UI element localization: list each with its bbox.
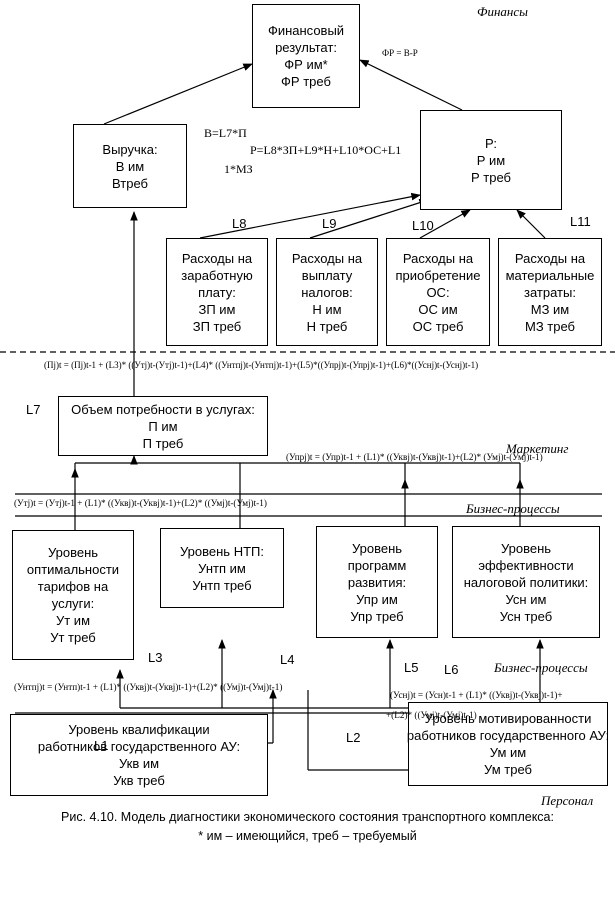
arrow-taxes-to-costs — [309, 198, 429, 239]
box-costs: Р: Р им Р треб — [420, 110, 562, 210]
coef-l7: L7 — [26, 402, 41, 417]
box-ntp-level: Уровень НТП: Унтп им Унтп треб — [160, 528, 284, 608]
coef-l8: L8 — [232, 216, 247, 231]
arrow-salary-to-costs — [199, 192, 421, 239]
coef-l9: L9 — [322, 216, 337, 231]
formula-costs-1: Р=L8*ЗП+L9*Н+L10*ОС+L1 — [250, 143, 402, 157]
zone-business-1: Бизнес-процессы — [466, 501, 560, 516]
coef-l5: L5 — [404, 660, 419, 675]
coef-l10: L10 — [412, 218, 434, 233]
box-tax-costs: Расходы на выплату налогов: Н им Н треб — [276, 238, 378, 346]
coef-l2: L2 — [346, 730, 361, 745]
formula-fr: ФР = В-Р — [382, 48, 418, 58]
zone-business-2: Бизнес-процессы — [494, 660, 588, 675]
coef-l11: L11 — [570, 214, 591, 229]
formula-tax-policy-2: +(L2)* ((Умj)t-(Умj)t-1) — [386, 710, 477, 720]
arrow-costs-to-result — [359, 59, 463, 111]
formula-ntp: (Унтпj)t = (Унтп)t-1 + (L1)* ((Уквj)t-(У… — [14, 682, 283, 692]
box-fixed-asset-costs: Расходы на приобретение ОС: ОС им ОС тре… — [386, 238, 490, 346]
zone-finance: Финансы — [477, 4, 528, 19]
coef-l4: L4 — [280, 652, 295, 667]
zone-personnel: Персонал — [541, 793, 594, 808]
box-service-demand: Объем потребности в услугах: П им П треб — [58, 396, 268, 456]
formula-costs-2: 1*МЗ — [224, 162, 253, 176]
formula-revenue: В=L7*П — [204, 126, 247, 140]
formula-programs: (Упрj)t = (Упр)t-1 + (L1)* ((Уквj)t-(Укв… — [286, 452, 543, 462]
coef-l1: L1 — [94, 738, 109, 753]
coef-l6: L6 — [444, 662, 459, 677]
arrow-fixed-to-costs — [419, 209, 471, 239]
box-salary-costs: Расходы на заработную плату: ЗП им ЗП тр… — [166, 238, 268, 346]
box-tariff-optimality: Уровень оптимальности тарифов на услуги:… — [12, 530, 134, 660]
figure-caption-line2: * им – имеющийся, треб – требуемый — [198, 829, 417, 843]
zone-marketing: Маркетинг — [506, 441, 569, 456]
formula-tariffs: (Утj)t = (Утj)t-1 + (L1)* ((Уквj)t-(Уквj… — [14, 498, 267, 508]
arrow-revenue-to-result — [103, 63, 253, 125]
box-financial-result: Финансовый результат: ФР им* ФР треб — [252, 4, 360, 108]
figure-caption-line1: Рис. 4.10. Модель диагностики экономичес… — [61, 810, 554, 824]
formula-tax-policy-1: (Уснj)t = (Усн)t-1 + (L1)* ((Уквj)t-(Укв… — [390, 690, 563, 700]
box-revenue: Выручка: В им Втреб — [73, 124, 187, 208]
box-staff-qualification: Уровень квалификации работников государс… — [10, 714, 268, 796]
box-staff-motivation: Уровень мотивированности работников госу… — [407, 702, 609, 786]
arrow-materials-to-costs — [516, 209, 546, 239]
formula-demand: (Пj)t = (Пj)t-1 + (L3)* ((Утj)t-(Утj)t-1… — [44, 360, 479, 370]
coef-l3: L3 — [148, 650, 163, 665]
box-tax-policy-efficiency: Уровень эффективности налоговой политики… — [452, 526, 600, 638]
box-development-programs: Уровень программ развития: Упр им Упр тр… — [316, 526, 438, 638]
box-material-costs: Расходы на материальные затраты: МЗ им М… — [498, 238, 602, 346]
